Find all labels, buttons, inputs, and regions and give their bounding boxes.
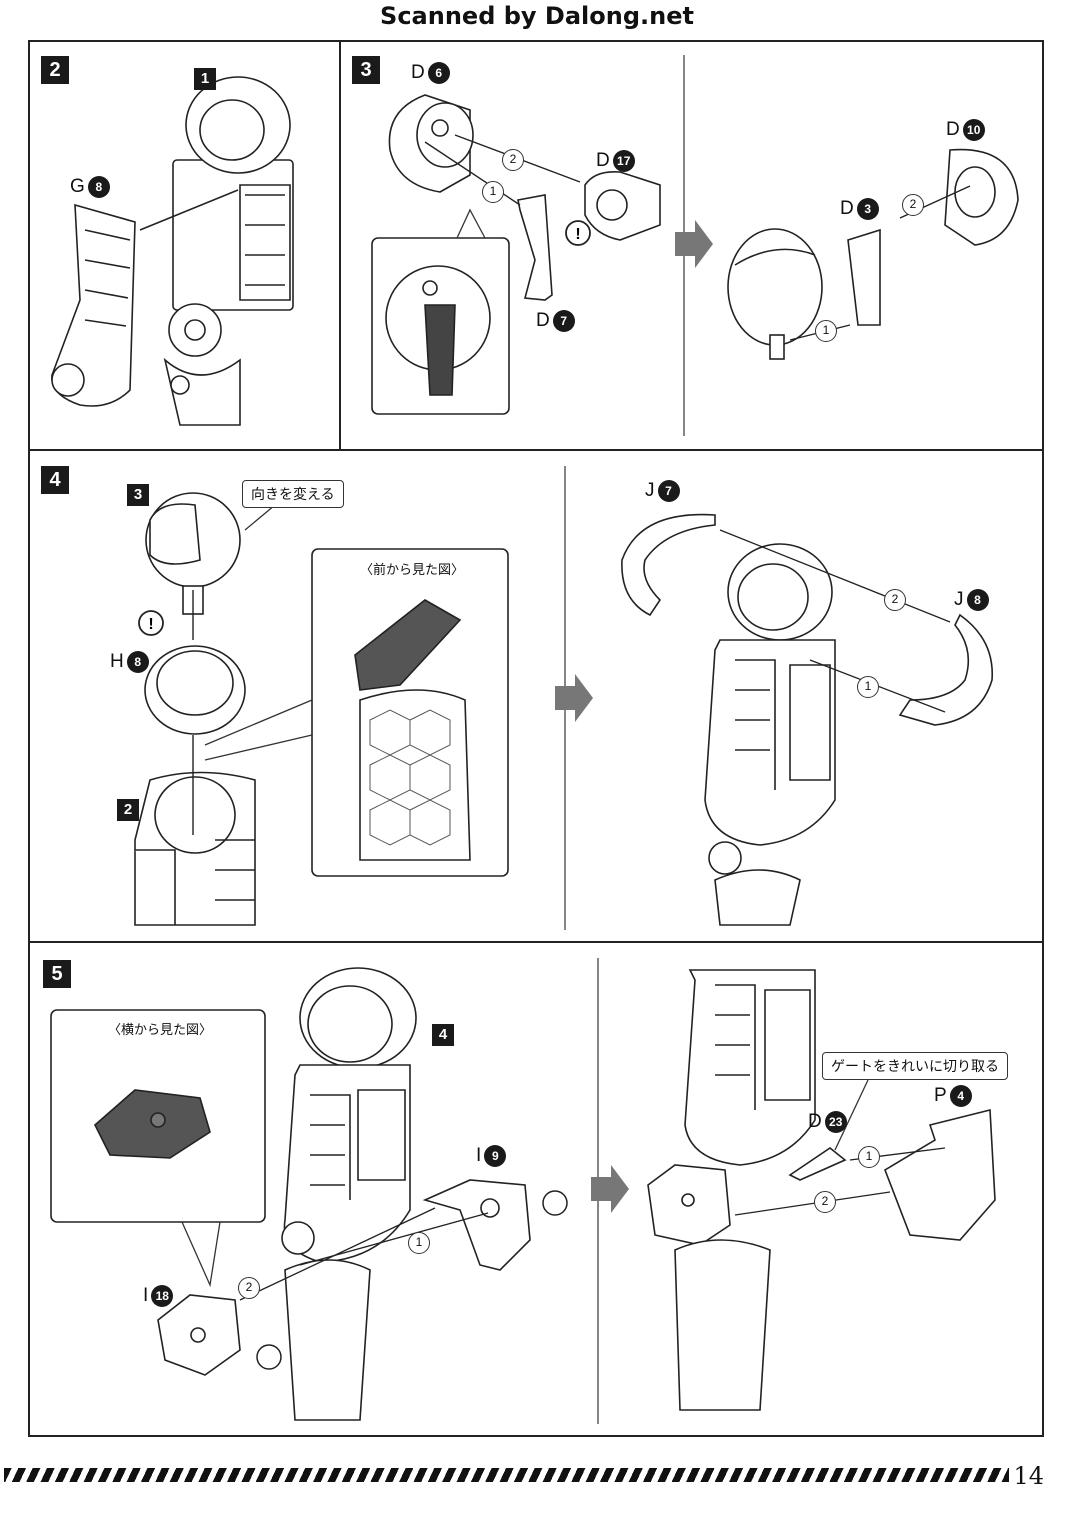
front-view-title: 〈前から見た図〉 — [360, 563, 465, 578]
step-number-3: 3 — [352, 56, 380, 84]
sub-assembly-4: 4 — [432, 1024, 454, 1046]
step-number-4: 4 — [41, 466, 69, 494]
svg-text:!: ! — [575, 226, 580, 243]
side-view-title: 〈横から見た図〉 — [108, 1023, 213, 1038]
sequence-mark-1: 1 — [815, 320, 837, 342]
sub-assembly-1: 1 — [194, 68, 216, 90]
sequence-mark-2: 2 — [502, 149, 524, 171]
sequence-mark-2: 2 — [238, 1277, 260, 1299]
sequence-mark-1: 1 — [858, 1146, 880, 1168]
scan-credit: Scanned by Dalong.net — [380, 2, 694, 30]
sequence-mark-1: 1 — [857, 676, 879, 698]
footer-stripe — [4, 1468, 1009, 1482]
sequence-mark-1: 1 — [408, 1232, 430, 1254]
page-number: 14 — [1013, 1462, 1044, 1490]
sub-assembly-2: 2 — [117, 799, 139, 821]
step-number-5: 5 — [43, 960, 71, 988]
sequence-mark-2: 2 — [814, 1191, 836, 1213]
callout-cut-gate-cleanly: ゲートをきれいに切り取る — [822, 1052, 1008, 1080]
sequence-mark-2: 2 — [902, 194, 924, 216]
step-number-2: 2 — [41, 56, 69, 84]
sequence-mark-1: 1 — [482, 181, 504, 203]
instruction-frame — [28, 40, 1044, 1437]
sequence-mark-2: 2 — [884, 589, 906, 611]
sub-assembly-3: 3 — [127, 484, 149, 506]
callout-change-direction: 向きを変える — [242, 480, 344, 508]
svg-text:!: ! — [148, 616, 153, 633]
